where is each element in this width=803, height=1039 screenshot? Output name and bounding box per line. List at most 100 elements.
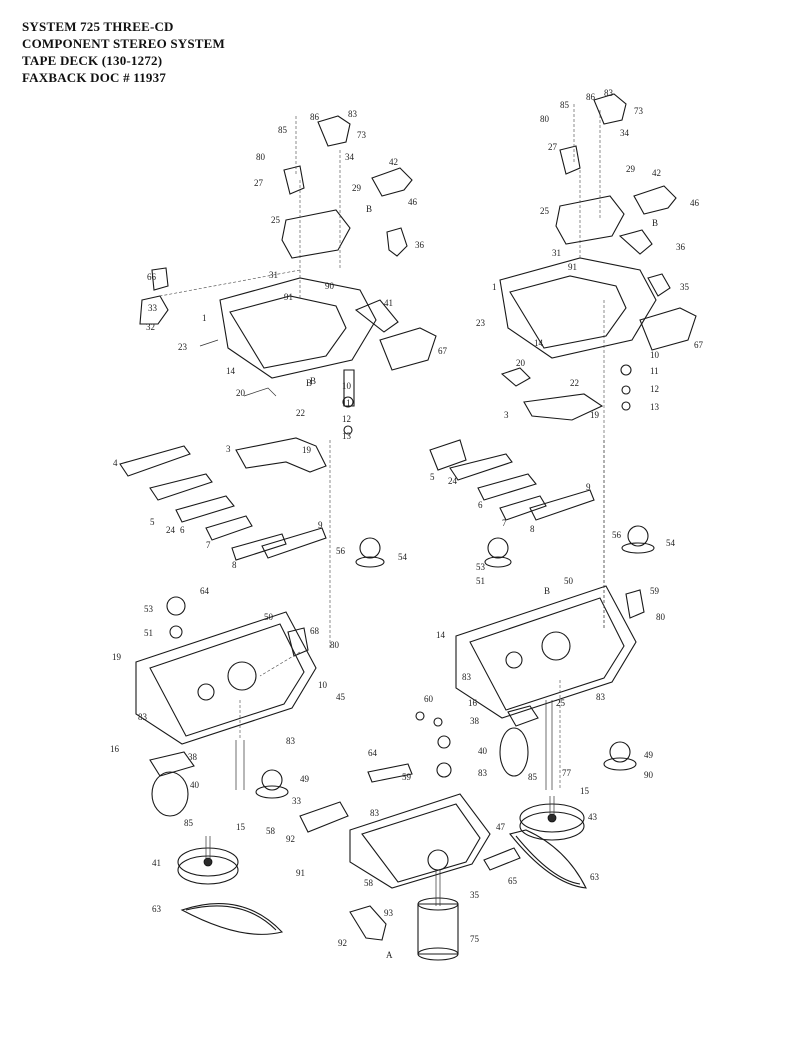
callout: 32 <box>146 322 155 332</box>
callout: 16 <box>468 698 478 708</box>
callout: 41 <box>384 298 393 308</box>
callout: 25 <box>556 698 566 708</box>
callout: 38 <box>470 716 480 726</box>
callout: 59 <box>650 586 660 596</box>
callout: 92 <box>286 834 295 844</box>
callout: 10 <box>318 680 328 690</box>
callout: 54 <box>666 538 676 548</box>
callout: 5 <box>430 472 435 482</box>
callout: 42 <box>389 157 398 167</box>
callout: 91 <box>284 292 293 302</box>
left-chassis <box>135 611 317 817</box>
callout: 59 <box>402 772 412 782</box>
callout: 10 <box>650 350 660 360</box>
callout: 80 <box>256 152 266 162</box>
callout: 9 <box>318 520 323 530</box>
callout: 64 <box>200 586 210 596</box>
callout: 47 <box>496 822 506 832</box>
callout: 6 <box>478 500 483 510</box>
callout: 83 <box>348 109 358 119</box>
callout: 53 <box>144 604 154 614</box>
callout: 77 <box>562 768 572 778</box>
callout: 15 <box>580 786 590 796</box>
callout: 83 <box>370 808 380 818</box>
callout: 91 <box>568 262 577 272</box>
callout: 80 <box>540 114 550 124</box>
callout: 68 <box>310 626 320 636</box>
callout: 73 <box>357 130 367 140</box>
callout: 83 <box>596 692 606 702</box>
callout: 14 <box>436 630 446 640</box>
callout: 49 <box>644 750 654 760</box>
callout: 27 <box>254 178 264 188</box>
callout: B <box>310 376 316 386</box>
callout: 19 <box>302 445 312 455</box>
callout: 24 <box>166 525 176 535</box>
left-lever-parts <box>119 437 385 639</box>
callout: 15 <box>236 822 246 832</box>
callout: 35 <box>680 282 690 292</box>
callout: B <box>652 218 658 228</box>
callout: 31 <box>552 248 561 258</box>
callout: 51 <box>476 576 485 586</box>
callout: B <box>306 378 312 388</box>
callout: 11 <box>342 398 351 408</box>
header-line-3: TAPE DECK (130-1272) <box>22 53 163 68</box>
callout: 90 <box>325 281 335 291</box>
callout: 19 <box>112 652 122 662</box>
callout: 46 <box>690 198 700 208</box>
callout: 85 <box>560 100 570 110</box>
callout: 67 <box>694 340 704 350</box>
callout: 4 <box>113 458 118 468</box>
callout: 63 <box>590 872 600 882</box>
callout: 53 <box>476 562 486 572</box>
callout: A <box>386 950 393 960</box>
flywheels-and-belts <box>177 796 587 935</box>
callout: 6 <box>180 525 185 535</box>
callout: 19 <box>590 410 600 420</box>
callout: B <box>366 204 372 214</box>
callout: 29 <box>352 183 362 193</box>
callout: 13 <box>342 431 352 441</box>
callout: 58 <box>364 878 374 888</box>
callout: 11 <box>650 366 659 376</box>
callout: 75 <box>470 934 480 944</box>
callout: 45 <box>336 692 346 702</box>
callout: 73 <box>634 106 644 116</box>
header-line-1: SYSTEM 725 THREE-CD <box>22 19 174 34</box>
callout: 22 <box>570 378 579 388</box>
right-lever-parts <box>429 439 655 568</box>
callout: 36 <box>676 242 686 252</box>
callout: B <box>544 586 550 596</box>
callout: 3 <box>504 410 509 420</box>
callout: 23 <box>476 318 486 328</box>
callout: 51 <box>144 628 153 638</box>
callout: 56 <box>612 530 622 540</box>
callout: 38 <box>188 752 198 762</box>
callout: 63 <box>152 904 162 914</box>
callout: 25 <box>540 206 550 216</box>
callout: 64 <box>368 748 378 758</box>
callout: 29 <box>626 164 636 174</box>
callout: 85 <box>184 818 194 828</box>
callout: 65 <box>508 876 518 886</box>
callout-labels: 86 83 85 73 80 34 27 42 29 46 B 25 36 31… <box>110 88 704 960</box>
header-line-2: COMPONENT STEREO SYSTEM <box>22 36 226 51</box>
callout: 43 <box>588 812 598 822</box>
header-line-4: FAXBACK DOC # 11937 <box>22 70 167 85</box>
callout: 16 <box>110 744 120 754</box>
leader-lines <box>239 440 605 790</box>
callout: 83 <box>286 736 296 746</box>
callout: 50 <box>564 576 574 586</box>
right-head-assembly <box>499 93 697 630</box>
callout: 54 <box>398 552 408 562</box>
callout: 20 <box>516 358 526 368</box>
callout: 66 <box>147 272 157 282</box>
callout: 50 <box>264 612 274 622</box>
callout: 42 <box>652 168 661 178</box>
callout: 14 <box>534 338 544 348</box>
callout: 27 <box>548 142 558 152</box>
callout: 92 <box>338 938 347 948</box>
callout: 91 <box>296 868 305 878</box>
callout: 93 <box>384 908 394 918</box>
